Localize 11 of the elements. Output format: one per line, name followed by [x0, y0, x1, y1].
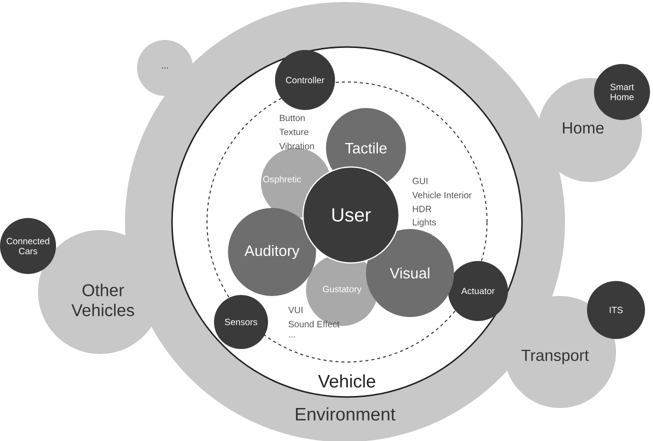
label-text: Lights: [412, 218, 436, 228]
label-text: Sound Effect: [288, 320, 340, 328]
label-text: HDR: [412, 206, 432, 212]
label-text: VUI: [288, 306, 302, 314]
node-label: Home: [562, 122, 604, 134]
label-text: Vibration: [279, 142, 314, 150]
label-text: ...: [289, 336, 295, 338]
label-text: Texture: [279, 128, 308, 136]
label-text: Vehicle Interior: [412, 192, 472, 198]
label-text: GUI: [412, 178, 428, 184]
label-text: Button: [280, 114, 305, 122]
